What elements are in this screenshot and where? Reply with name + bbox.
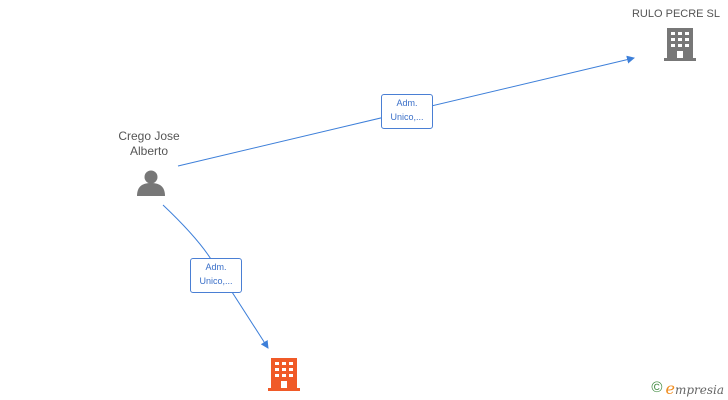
brand-rest: mpresia bbox=[674, 382, 724, 397]
person-name-line1: Crego Jose bbox=[118, 129, 180, 143]
edge-label-top-line2: Unico,... bbox=[390, 112, 424, 122]
building-icon-highlight[interactable] bbox=[268, 358, 300, 391]
person-icon[interactable] bbox=[137, 170, 165, 197]
edge-label-bottom[interactable]: Adm. Unico,... bbox=[190, 258, 242, 293]
company-bottom-name[interactable] bbox=[246, 395, 326, 400]
edge-label-bottom-line2: Unico,... bbox=[199, 276, 233, 286]
edge-label-bottom-line1: Adm. bbox=[205, 262, 227, 272]
edge-label-top-line1: Adm. bbox=[396, 98, 418, 108]
edge-label-top[interactable]: Adm. Unico,... bbox=[381, 94, 433, 129]
empresia-logo[interactable]: © empresia bbox=[651, 378, 724, 398]
person-name-line2: Alberto bbox=[129, 144, 169, 158]
brand-initial: e bbox=[665, 378, 675, 398]
person-name[interactable]: Crego Jose Alberto bbox=[100, 129, 198, 159]
copyright-icon: © bbox=[651, 379, 663, 396]
company-top-name[interactable]: RULO PECRE SL bbox=[631, 8, 721, 20]
brand-wordmark: empresia bbox=[665, 379, 724, 398]
building-icon[interactable] bbox=[664, 28, 696, 61]
